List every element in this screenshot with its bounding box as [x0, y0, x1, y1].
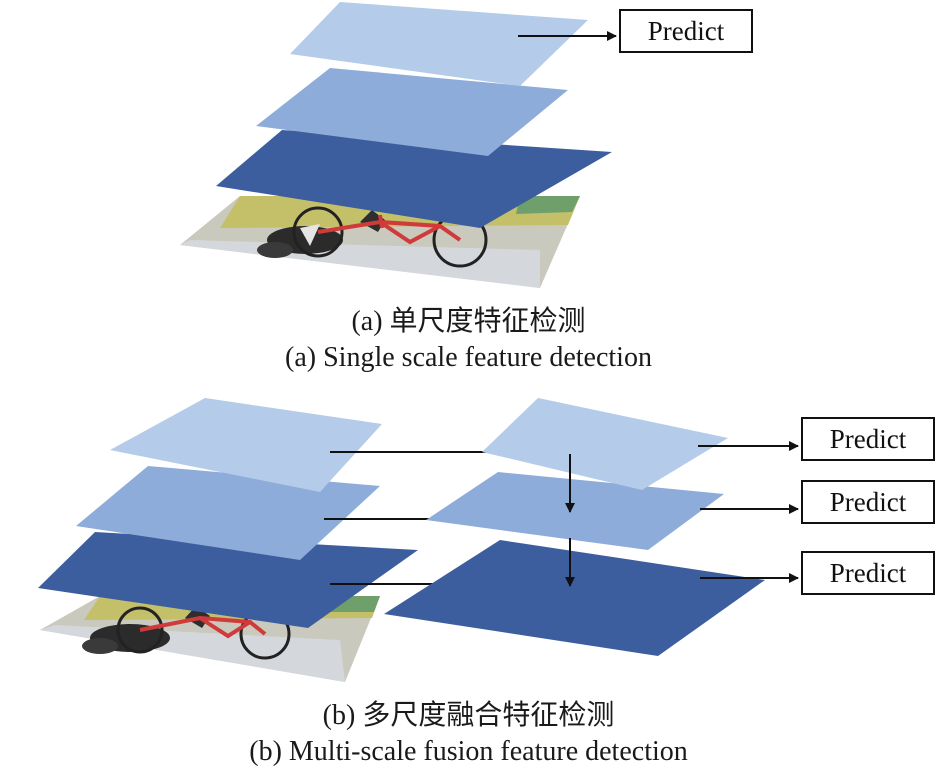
panel-a: Predict	[180, 2, 753, 288]
caption-b-zh: (b) 多尺度融合特征检测	[322, 700, 615, 731]
feature-layer-b-right-light	[482, 398, 728, 490]
predict-box-b-3: Predict	[801, 551, 935, 595]
feature-layer-a-dark	[216, 130, 612, 228]
feature-layer-b-left-mid	[76, 466, 380, 560]
predict-box-a: Predict	[619, 9, 753, 53]
predict-box-b-1: Predict	[801, 417, 935, 461]
predict-label-b-2: Predict	[830, 487, 907, 517]
caption-a-en: (a) Single scale feature detection	[285, 342, 652, 373]
feature-layer-b-left-dark	[38, 532, 418, 628]
feature-layer-b-right-mid	[426, 472, 724, 550]
predict-label-b-3: Predict	[830, 558, 907, 588]
panel-b: Predict Predict Predict	[38, 398, 935, 682]
feature-layer-b-right-dark	[384, 540, 765, 656]
feature-layer-b-left-light	[110, 398, 382, 492]
predict-label-a: Predict	[648, 16, 725, 46]
feature-layer-a-light	[290, 2, 588, 86]
feature-layer-a-mid	[256, 68, 568, 156]
predict-label-b-1: Predict	[830, 424, 907, 454]
predict-box-b-2: Predict	[801, 480, 935, 524]
caption-a-zh: (a) 单尺度特征检测	[351, 306, 586, 337]
caption-b-en: (b) Multi-scale fusion feature detection	[249, 736, 688, 767]
